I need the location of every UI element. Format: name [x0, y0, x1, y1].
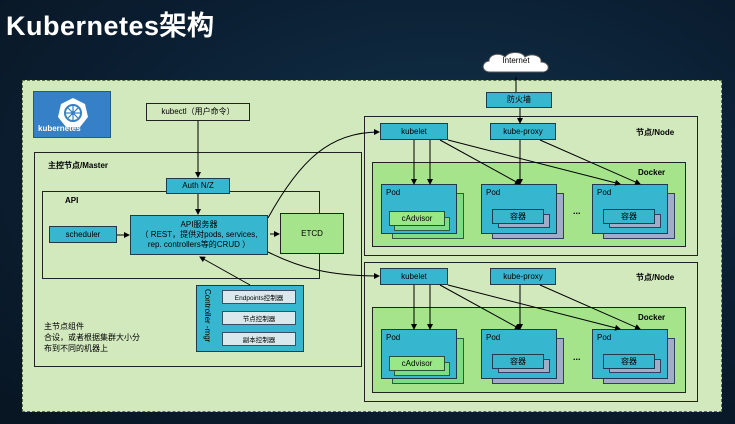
master-note: 主节点组件 合设，或者根据集群大小分 布到不同的机器上	[44, 322, 140, 354]
pod-title-2-3: Pod	[597, 333, 612, 342]
firewall-box: 防火墙	[486, 92, 552, 108]
master-note-line3: 布到不同的机器上	[44, 343, 108, 353]
docker-label-2: Docker	[638, 313, 666, 322]
auth-box: Auth N/Z	[166, 178, 230, 194]
api-server-line2: （ REST，提供对pods, services,	[140, 230, 258, 239]
api-label: API	[65, 196, 79, 205]
container-1-3: 容器	[603, 209, 655, 224]
kubelet-box-2: kubelet	[380, 268, 448, 285]
pod-title-2-2: Pod	[486, 333, 501, 342]
page-title: Kubernetes架构	[6, 11, 215, 41]
pod-title-1-3: Pod	[597, 188, 612, 197]
helm-wheel-icon	[58, 98, 88, 127]
kubelet-box-1: kubelet	[380, 123, 448, 140]
kubernetes-logo	[33, 91, 111, 138]
pod-title-2-1: Pod	[386, 333, 401, 342]
logo-text: kubernetes	[38, 124, 81, 133]
container-2-2: 容器	[492, 354, 544, 369]
kube-proxy-box-1: kube-proxy	[490, 123, 556, 140]
internet-cloud: Internet	[478, 50, 554, 78]
kubectl-box: kubectl（用户命令）	[146, 103, 250, 121]
cadvisor-1: cAdvisor	[389, 211, 445, 226]
internet-label: Internet	[502, 56, 530, 65]
api-server-line1: API服务器	[180, 220, 218, 229]
ellipsis-1: ...	[573, 206, 581, 216]
pod-title-1-1: Pod	[386, 188, 401, 197]
cloud-icon	[482, 52, 549, 73]
endpoints-controller: Endpoints控制器	[222, 290, 296, 304]
kube-proxy-box-2: kube-proxy	[490, 268, 556, 285]
master-note-line2: 合设，或者根据集群大小分	[44, 332, 140, 342]
scheduler-box: scheduler	[49, 226, 117, 243]
api-server-box: API服务器 （ REST，提供对pods, services, rep. co…	[130, 215, 268, 255]
node-controller: 节点控制器	[222, 311, 296, 325]
master-label: 主控节点/Master	[48, 161, 109, 170]
node-label-1: 节点/Node	[636, 128, 675, 137]
api-server-line3: rep. controllers等的CRUD ）	[147, 240, 251, 249]
node-label-2: 节点/Node	[636, 273, 675, 282]
docker-label-1: Docker	[638, 168, 666, 177]
cadvisor-2: cAdvisor	[389, 356, 445, 371]
etcd-box: ETCD	[280, 213, 344, 254]
container-2-3: 容器	[603, 354, 655, 369]
container-1-2: 容器	[492, 209, 544, 224]
node-region-1	[364, 116, 698, 256]
controller-mgr-label: Controller -mgr	[203, 289, 212, 343]
master-note-line1: 主节点组件	[44, 322, 84, 331]
node-region-2	[364, 262, 698, 402]
replica-controller: 副本控制器	[222, 332, 296, 346]
pod-title-1-2: Pod	[486, 188, 501, 197]
ellipsis-2: ...	[573, 352, 581, 362]
